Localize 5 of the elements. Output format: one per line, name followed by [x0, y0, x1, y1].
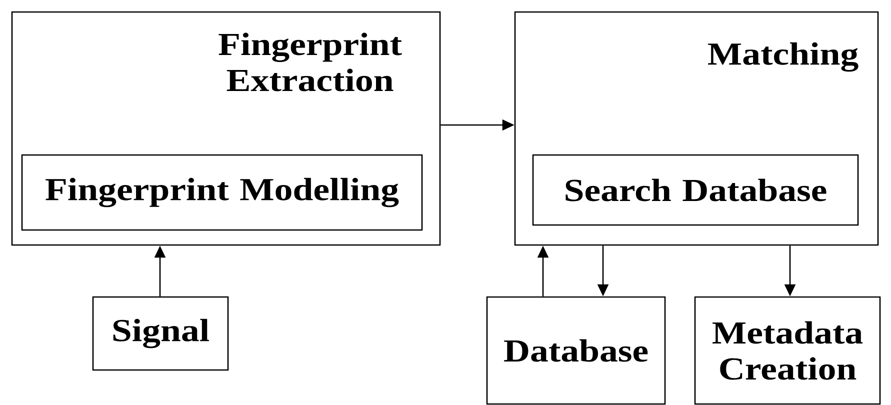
- process-box: Fingerprint Modelling: [21, 154, 423, 231]
- process-box: Metadata Creation: [694, 296, 881, 405]
- process-box: Database: [486, 296, 666, 405]
- process-box: Signal: [92, 296, 229, 371]
- process-box: Search Database: [532, 154, 859, 226]
